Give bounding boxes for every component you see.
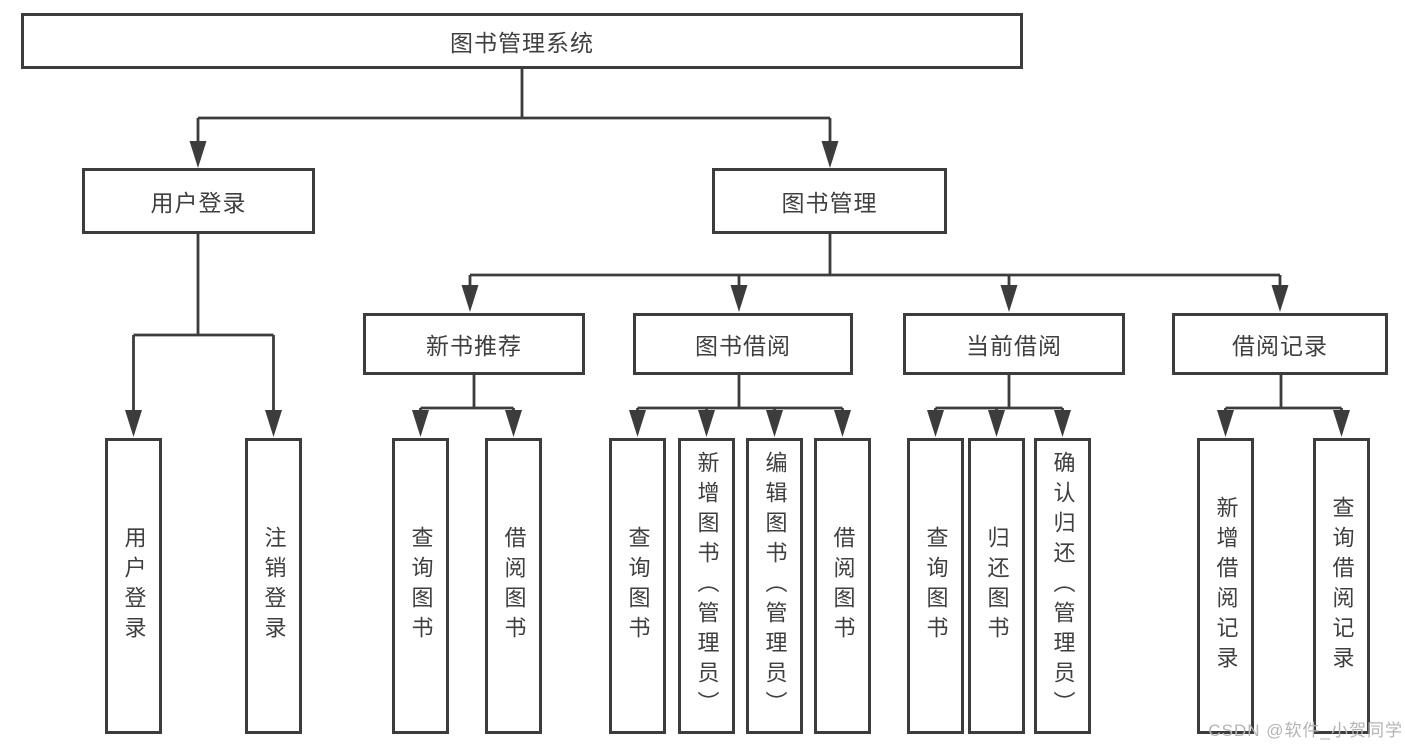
leaf-user-login: 用户登录 — [105, 438, 162, 734]
csdn-watermark: CSDN @软件_小贺同学 — [1208, 721, 1403, 740]
connector-root-to-level2 — [196, 69, 832, 143]
leaf-logout: 注销登录 — [245, 438, 302, 734]
leaf-confirm-return-admin: 确认归还（管理员） — [1034, 438, 1091, 734]
connector-bookmgmt-to-level3 — [468, 234, 1282, 287]
arrow-icon — [1217, 410, 1234, 437]
connector-borrowrecords-to-leaves — [1224, 375, 1343, 413]
arrow-icon — [1271, 285, 1289, 312]
leaf-borrow-books-1: 借阅图书 — [485, 438, 542, 734]
arrow-icon — [698, 410, 715, 437]
arrow-icon — [821, 141, 839, 168]
connector-userlogin-to-leaves — [132, 234, 275, 412]
leaf-add-borrow-record: 新增借阅记录 — [1197, 438, 1254, 734]
arrow-icon — [730, 285, 748, 312]
arrow-icon — [125, 410, 142, 437]
node-library-management-system: 图书管理系统 — [21, 13, 1023, 69]
connector-bookborrow-to-leaves — [636, 375, 844, 413]
node-book-management: 图书管理 — [712, 168, 947, 234]
arrowheads — [125, 141, 1350, 437]
node-user-login: 用户登录 — [82, 168, 315, 234]
arrow-icon — [505, 410, 522, 437]
leaf-borrow-books-2: 借阅图书 — [814, 438, 871, 734]
arrow-icon — [265, 410, 282, 437]
arrow-icon — [1333, 410, 1350, 437]
leaf-query-books-3: 查询图书 — [907, 438, 964, 734]
leaf-add-books-admin: 新增图书（管理员） — [678, 438, 735, 734]
connector-newbookrec-to-leaves — [419, 375, 515, 413]
leaf-edit-books-admin: 编辑图书（管理员） — [746, 438, 803, 734]
leaf-query-books-2: 查询图书 — [609, 438, 666, 734]
arrow-icon — [1000, 285, 1018, 312]
arrow-icon — [927, 410, 944, 437]
arrow-icon — [461, 285, 479, 312]
node-current-borrow: 当前借阅 — [903, 313, 1125, 375]
node-new-book-recommend: 新书推荐 — [363, 313, 585, 375]
arrow-icon — [412, 410, 429, 437]
arrow-icon — [629, 410, 646, 437]
arrow-icon — [834, 410, 851, 437]
arrow-icon — [766, 410, 783, 437]
leaf-query-books-1: 查询图书 — [392, 438, 449, 734]
arrow-icon — [988, 410, 1005, 437]
leaf-return-books: 归还图书 — [968, 438, 1025, 734]
node-borrow-records: 借阅记录 — [1172, 313, 1388, 375]
node-book-borrow: 图书借阅 — [633, 313, 853, 375]
leaf-query-borrow-record: 查询借阅记录 — [1313, 438, 1370, 734]
arrow-icon — [1054, 410, 1071, 437]
arrow-icon — [189, 141, 207, 168]
connector-currentborrow-to-leaves — [934, 375, 1064, 413]
